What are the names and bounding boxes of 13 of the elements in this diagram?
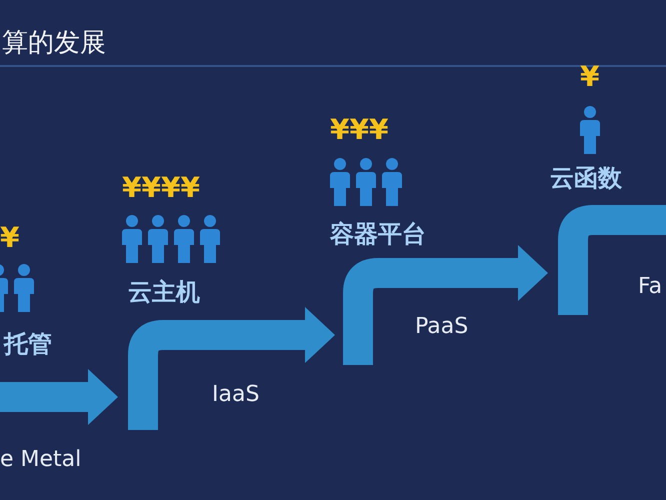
stage-name: 容器平台 (330, 222, 426, 246)
price-mark: ¥¥¥¥ (122, 174, 200, 202)
price-mark: ¥ (580, 63, 600, 91)
stage-name: 云函数 (550, 166, 622, 190)
slide-title: 算的发展 (2, 30, 106, 56)
stage-label: PaaS (415, 316, 468, 338)
price-mark: ¥¥¥ (330, 116, 388, 144)
price-mark: ¥ (0, 224, 20, 252)
stage-label: Fa (638, 276, 662, 298)
stage-label: IaaS (212, 384, 260, 406)
stage-name: 托管 (4, 332, 52, 356)
stage-label: e Metal (0, 449, 82, 471)
stage-name: 云主机 (128, 280, 200, 304)
